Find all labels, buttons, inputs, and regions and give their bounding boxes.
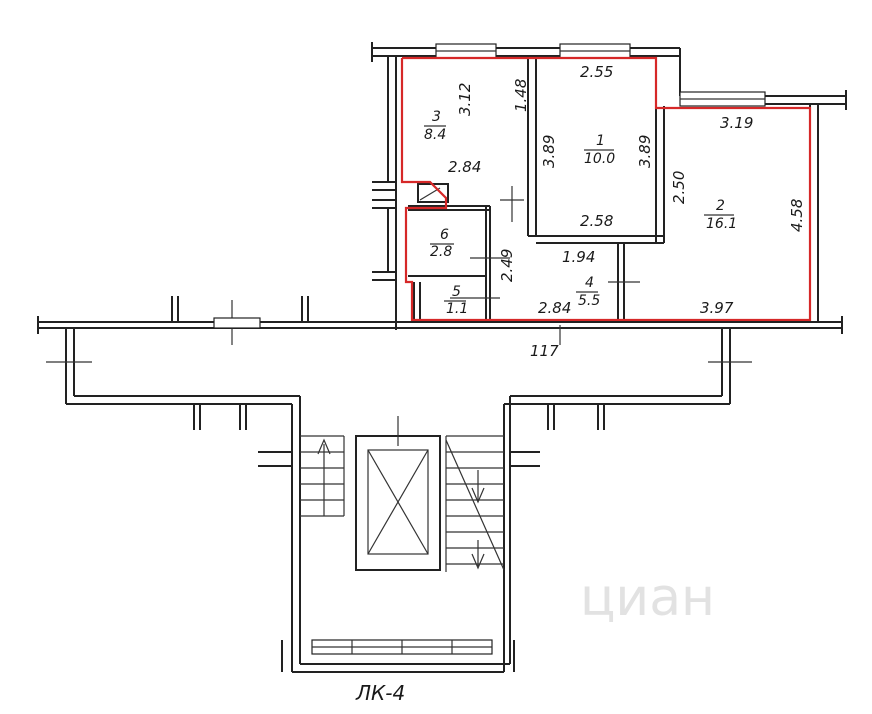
room-label-5: 5 1.1: [444, 284, 468, 317]
svg-text:16.1: 16.1: [706, 216, 737, 232]
dim-4-58: 4.58: [788, 199, 806, 232]
room-label-2: 2 16.1: [704, 198, 737, 232]
plan-title: ЛК-4: [355, 681, 405, 705]
room-label-1: 1 10.0: [584, 133, 615, 167]
room-label-4: 4 5.5: [576, 275, 600, 309]
dim-1-48: 1.48: [512, 79, 530, 112]
dim-3-89-left: 3.89: [540, 135, 558, 168]
dim-3-97: 3.97: [700, 299, 734, 317]
svg-text:10.0: 10.0: [584, 151, 615, 167]
dim-2-55: 2.55: [580, 63, 613, 81]
dim-2-84-room3: 2.84: [448, 158, 481, 176]
svg-text:6: 6: [440, 227, 449, 243]
watermark-text: циан: [580, 568, 715, 628]
corridor-label: 117: [530, 342, 559, 360]
svg-text:1.1: 1.1: [446, 301, 468, 317]
dim-2-58: 2.58: [580, 212, 613, 230]
svg-text:3: 3: [432, 109, 441, 125]
corridor-walls: [37, 296, 843, 430]
dim-2-84-hall: 2.84: [538, 299, 571, 317]
svg-text:2.8: 2.8: [430, 244, 452, 260]
svg-text:5: 5: [452, 284, 461, 300]
svg-text:2: 2: [716, 198, 725, 214]
svg-text:1: 1: [596, 133, 605, 149]
dim-3-89-right: 3.89: [636, 135, 654, 168]
dim-2-49: 2.49: [498, 249, 516, 282]
dimension-labels: 2.55 1.48 3.12 2.84 3.89 3.89 2.50 3.19 …: [448, 63, 806, 317]
staircase: [258, 396, 540, 673]
dim-2-50: 2.50: [670, 171, 688, 204]
dim-1-94: 1.94: [562, 248, 595, 266]
svg-text:8.4: 8.4: [424, 127, 446, 143]
reference-marks: [450, 186, 640, 299]
dim-3-19: 3.19: [720, 114, 753, 132]
room-label-3: 3 8.4: [424, 109, 446, 143]
dim-3-12: 3.12: [456, 83, 474, 116]
svg-text:5.5: 5.5: [578, 293, 600, 309]
apartment-outline: [400, 56, 812, 322]
svg-text:4: 4: [585, 275, 594, 291]
room-label-6: 6 2.8: [430, 227, 454, 260]
apartment-walls: [371, 42, 847, 330]
